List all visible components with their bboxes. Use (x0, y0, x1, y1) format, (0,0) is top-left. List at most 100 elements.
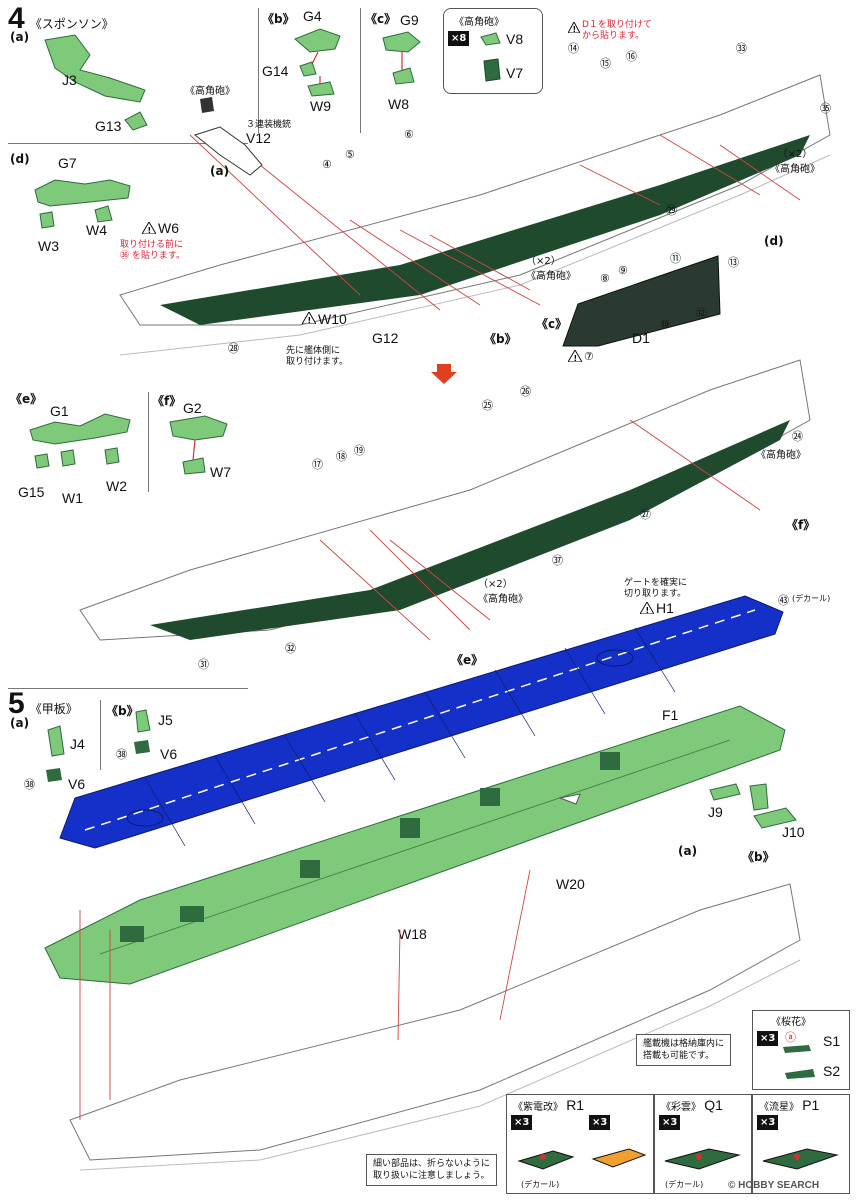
group-e-parts-drawing (29, 413, 131, 469)
part-V7: V7 (506, 65, 524, 81)
part-W8: W8 (388, 96, 409, 112)
note-hangar: 艦載機は格納庫内に 搭載も可能です。 (636, 1034, 732, 1066)
divider (360, 8, 361, 133)
svg-text:!: ! (573, 25, 577, 33)
part-G9: G9 (400, 12, 419, 28)
decal-num: ㊳ (24, 779, 35, 791)
part-W18: W18 (398, 926, 427, 942)
part-W3: W3 (38, 238, 59, 254)
group-b-parts-drawing (294, 28, 341, 97)
decal-num: ㉙ (666, 205, 677, 217)
note-h1-gate: ゲートを確実に 切り取ります。 (624, 578, 688, 599)
svg-text:!: ! (646, 606, 650, 614)
step4-header: 4 《スポンソン》 (8, 2, 114, 36)
decal-label: (デカール) (792, 594, 831, 603)
group-5a-parts-drawing (46, 725, 65, 782)
down-arrow-icon (431, 364, 457, 384)
callout-c: 《c》 (536, 317, 568, 331)
decal-num: ㉟ (820, 103, 831, 115)
part-G15: G15 (18, 484, 45, 500)
shidenkai-label: 《紫電改》 R1 (513, 1097, 584, 1113)
part-J3: J3 (62, 72, 77, 88)
part-V12: V12 (246, 130, 271, 146)
svg-text:!: ! (574, 354, 578, 362)
divider (8, 143, 248, 144)
decal-num: ⑲ (354, 445, 365, 457)
saiun-box: 《彩雲》 Q1 ×3 (デカール) (654, 1094, 752, 1194)
ryusei-drawing (762, 1148, 839, 1170)
warning-icon: ! (142, 222, 156, 234)
callout-d: (d) (764, 234, 784, 248)
group-b-label: 《b》 (262, 12, 295, 26)
hull-lower-drawing (79, 359, 811, 641)
saiun-count: ×3 (659, 1115, 681, 1130)
step-title: 《甲板》 (29, 702, 78, 716)
decal-num: ⑩ (660, 319, 670, 331)
ryusei-box: 《流星》 P1 ×3 (752, 1094, 850, 1194)
callout-e: 《e》 (451, 653, 484, 667)
aa-gun-label: 《高角砲》 (454, 17, 504, 28)
ryusei-name: 《流星》 (759, 1102, 799, 1113)
callout-aa-gun: 《高角砲》 (770, 164, 820, 175)
group-c-parts-drawing (382, 31, 421, 85)
part-G1: G1 (50, 403, 69, 419)
decal-num: ⑯ (626, 51, 637, 63)
group-d-label: (d) (10, 152, 30, 166)
shidenkai-count-2: ×3 (589, 1115, 611, 1130)
watermark: © HOBBY SEARCH (728, 1180, 820, 1191)
decal-num: ㉖ (520, 386, 531, 398)
decal-num: ⑰ (312, 459, 323, 471)
hull-step5-drawing (69, 870, 801, 1171)
warning-icon: ! (568, 22, 580, 33)
group-a-parts-drawing (44, 34, 148, 131)
decal-ohka: ⓐ (785, 1031, 796, 1044)
svg-text:!: ! (148, 226, 152, 234)
callout-aa-gun-x2-d: （×2） 《高角砲》 (770, 145, 820, 175)
part-W4: W4 (86, 222, 107, 238)
part-W6: W6 (158, 220, 179, 236)
sponson-a-drawing (193, 97, 263, 176)
callout-5b: 《b》 (742, 850, 775, 864)
aa-gun-drawing (480, 32, 501, 82)
decal-num: ㉛ (198, 659, 209, 671)
saiun-label: 《彩雲》 Q1 (661, 1097, 723, 1113)
group-c-label: 《c》 (365, 12, 397, 26)
divider (8, 688, 248, 689)
group-a-label: (a) (10, 30, 30, 44)
ryusei-count: ×3 (757, 1115, 779, 1130)
decal-num: ⑱ (336, 451, 347, 463)
decal-label: (デカール) (521, 1180, 560, 1189)
part-J5: J5 (158, 712, 173, 728)
group-d-parts-drawing (34, 179, 131, 229)
step-title: 《スポンソン》 (29, 17, 114, 31)
decal-num: ⑬ (728, 257, 739, 269)
ohka-count: ×3 (757, 1031, 779, 1046)
decal-num: ㉕ (482, 400, 493, 412)
callout-aa-gun: 《高角砲》 (756, 450, 806, 461)
group-f-parts-drawing (169, 415, 228, 475)
part-F1: F1 (662, 707, 679, 723)
part-V6: V6 (160, 746, 178, 762)
divider (258, 8, 259, 133)
warning-icon: ! (302, 312, 316, 324)
callout-aa-gun: 《高角砲》 (185, 86, 235, 97)
decal-num: ㉝ (736, 43, 747, 55)
note-v12-label: ３連装機銃 (246, 120, 292, 130)
group-5b-parts-drawing (134, 709, 151, 754)
part-V6: V6 (68, 776, 86, 792)
group-5a-label: (a) (10, 716, 30, 730)
decal-num: ⑦ (584, 351, 594, 363)
step-number: 4 (8, 2, 25, 35)
decal-num: ⑭ (568, 43, 579, 55)
divider (148, 392, 149, 492)
shidenkai-box: 《紫電改》 R1 ×3 ×3 (デカール) (506, 1094, 654, 1194)
decal-num: ㉘ (228, 343, 239, 355)
divider (100, 700, 101, 770)
group-5b-label: 《b》 (106, 704, 139, 718)
decal-num: ⑫ (696, 308, 707, 320)
part-J4: J4 (70, 736, 85, 752)
ohka-box: 《桜花》 ×3 ⓐ S1 S2 (752, 1010, 850, 1090)
callout-f: 《f》 (786, 518, 816, 532)
aa-gun-count: ×8 (448, 31, 470, 46)
note-d1-attach: D１を取り付けて から貼ります。 (582, 20, 652, 41)
